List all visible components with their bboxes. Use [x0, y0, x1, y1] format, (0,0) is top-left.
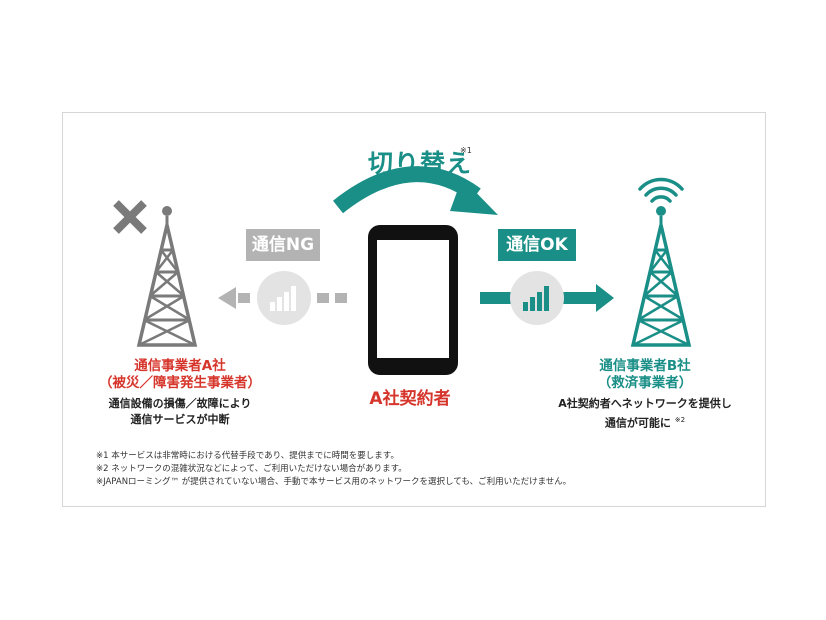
signal-waves-icon [638, 177, 684, 203]
tower-a-icon [136, 206, 198, 347]
signal-bars-gray-icon [257, 271, 311, 325]
subscriber-label: A社契約者 [369, 389, 451, 409]
operator-b-name-line2: （救済事業者） [597, 375, 693, 391]
footnotes: ※1 本サービスは非常時における代替手段であり、提供までに時間を要します。 ※2… [96, 450, 571, 489]
x-mark-icon [113, 200, 147, 234]
tower-b-icon [630, 206, 692, 347]
operator-a-name-line2: （被災／障害発生事業者） [99, 375, 261, 391]
operator-b-name-line1: 通信事業者B社 [599, 358, 691, 374]
signal-bars-teal-icon [510, 271, 564, 325]
operator-a-desc-line1: 通信設備の損傷／故障により [108, 397, 252, 410]
footnote-1: ※1 本サービスは非常時における代替手段であり、提供までに時間を要します。 [96, 451, 399, 461]
footnote-2: ※2 ネットワークの混雑状況などによって、ご利用いただけない場合があります。 [96, 464, 407, 474]
footnote-3: ※JAPANローミング™ が提供されていない場合、手動で本サービス用のネットワー… [96, 477, 572, 487]
operator-b-desc-line2-text: 通信が可能に [604, 416, 671, 430]
switch-footnote-mark: ※1 [460, 146, 472, 155]
operator-b-name: 通信事業者B社 （救済事業者） [547, 358, 743, 392]
status-tag-ng: 通信NG [246, 229, 320, 261]
operator-b-footnote-mark: ※2 [674, 416, 686, 424]
switch-label: 切り替え [368, 149, 473, 178]
status-tag-ok: 通信OK [498, 229, 576, 261]
dashed-arrow-left-icon [218, 287, 347, 309]
operator-a-name: 通信事業者A社 （被災／障害発生事業者） [82, 358, 278, 392]
operator-b-desc-line2: 通信が可能に ※2 [547, 412, 743, 432]
operator-a-description: 通信設備の損傷／故障により 通信サービスが中断 [82, 396, 278, 428]
operator-a-desc-line2: 通信サービスが中断 [130, 413, 230, 426]
operator-a-name-line1: 通信事業者A社 [134, 358, 226, 374]
operator-b-desc-line1: A社契約者へネットワークを提供し [558, 397, 732, 410]
smartphone-icon [368, 225, 458, 375]
curved-arrow-icon [333, 166, 498, 215]
arrow-right-icon [480, 284, 614, 312]
operator-b-description: A社契約者へネットワークを提供し 通信が可能に ※2 [547, 396, 743, 432]
